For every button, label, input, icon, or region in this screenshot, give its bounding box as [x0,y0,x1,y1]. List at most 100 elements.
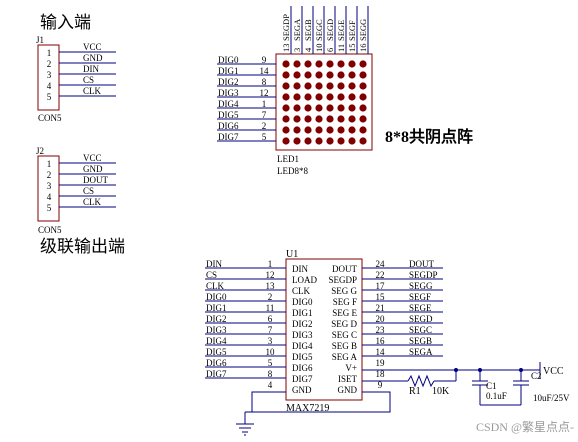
led-top-pin-net: SEGE [336,20,346,41]
led-left-pin-net: DIG2 [218,77,239,87]
led-dot [315,82,323,90]
led-dot [326,71,334,79]
led-dot [337,82,345,90]
led-dot [282,82,290,90]
led-dot [326,104,334,112]
ic-right-pin-number: 19 [376,358,386,368]
led-body [275,53,373,151]
ic-right-pin-net: SEGF [409,292,431,302]
led-dot [326,93,334,101]
ic-right-pin-name: SEG D [331,319,357,329]
ic-right-pin-net: SEGG [409,281,433,291]
junction-c1 [478,368,482,372]
r1-value: 10K [432,386,450,397]
ic-left-pin-number: 13 [266,281,276,291]
led-left-pin-net: DIG4 [218,99,239,109]
ic-left-pin-number: 2 [268,292,273,302]
led-top-pin-net: SEGG [358,19,368,41]
led-top-pin-net: SEGA [292,18,302,41]
ic-left-pin-name: DIG4 [292,341,313,351]
ic-right-pin-number: 18 [376,369,386,379]
ic-left-pin-name: CLK [292,286,311,296]
led-dot [304,126,312,134]
led-dot [359,71,367,79]
led-dot [348,93,356,101]
c1-ref: C1 [486,381,497,391]
ic-right-pin-number: 17 [376,281,386,291]
watermark: CSDN @繁星点点- [476,419,574,434]
j1-value: CON5 [38,113,62,123]
led-top-pin-net: SEGF [347,20,357,41]
led-left-pin-number: 9 [262,55,267,65]
ic-body [285,258,363,401]
ic-left-pin-net: DIG4 [206,336,227,346]
led-top-pin-label: 15 SEGF [347,20,357,52]
led-dot [348,71,356,79]
c2-ref: C2 [531,371,542,381]
led-top-pin-number: 4 [303,47,313,52]
led-dot [293,137,301,145]
led-dot [282,60,290,68]
c1-value: 0.1uF [486,391,507,401]
ic-right-pin-number: 24 [376,259,386,269]
ic-left-pin-net: DIG0 [206,292,227,302]
led-dot [326,115,334,123]
r1-resistor [407,374,435,388]
ic-left-pin-name: DIG1 [292,308,313,318]
led-left-pin-number: 12 [260,88,269,98]
led-dot [282,93,290,101]
ic-right-pin-name: DOUT [332,264,357,274]
connector-net-label: DIN [83,64,99,74]
led-dot [304,93,312,101]
j1-body [37,44,60,111]
ic-right-pin-name: SEG C [332,330,357,340]
led-dot [359,115,367,123]
ic-left-pin-number: 10 [266,347,276,357]
led-dot [315,93,323,101]
led-top-pin-number: 3 [292,48,302,52]
ic-right-pin-net: SEGB [409,336,432,346]
connector-net-label: DOUT [83,175,108,185]
connector-pin-number: 3 [47,70,52,80]
connector-pin-number: 5 [47,92,52,102]
ic-right-pin-number: 15 [376,292,386,302]
ic-right-pin-name: GND [338,385,358,395]
led-top-pin-number: 15 [347,44,357,53]
led-left-pin-number: 1 [262,99,267,109]
led-dot [348,104,356,112]
ic-left-pin-net: DIG6 [206,358,227,368]
ic-right-pin-name: SEG F [333,297,357,307]
connector-net-label: GND [83,164,103,174]
led-dot [326,137,334,145]
connector-pin-number: 5 [47,203,52,213]
connector-pin-number: 1 [47,159,52,169]
ic-left-pin-number: 11 [266,303,275,313]
ic-left-pin-net: CS [206,270,217,280]
ic-left-pin-number: 12 [266,270,275,280]
led-dot [337,71,345,79]
led-dot [293,104,301,112]
ic-left-pin-name: DIG6 [292,363,313,373]
ic-left-pin-number: 7 [268,325,273,335]
ic-left-pin-net: DIG7 [206,369,227,379]
ic-right-pin-name: ISET [338,374,358,384]
j2-value: CON5 [38,225,62,235]
led-top-pin-label: 3 SEGA [292,18,302,52]
ic-left-pin-name: DIG0 [292,297,313,307]
led-dot [359,60,367,68]
connector-net-label: VCC [83,42,102,52]
title-matrix-caption: 8*8共阴点阵 [385,127,473,146]
ic-right-pin-name: SEG G [331,286,357,296]
led-top-pin-number: 11 [336,44,346,52]
led-dot [326,82,334,90]
led-top-pins: 13SEGDP3SEGA4SEGB10SEGC6SEGD11SEGE15SEGF… [281,6,369,54]
ic-right-pin-number: 21 [376,303,385,313]
led-dot [282,126,290,134]
led-dot [293,60,301,68]
led-left-pin-number: 8 [262,77,267,87]
